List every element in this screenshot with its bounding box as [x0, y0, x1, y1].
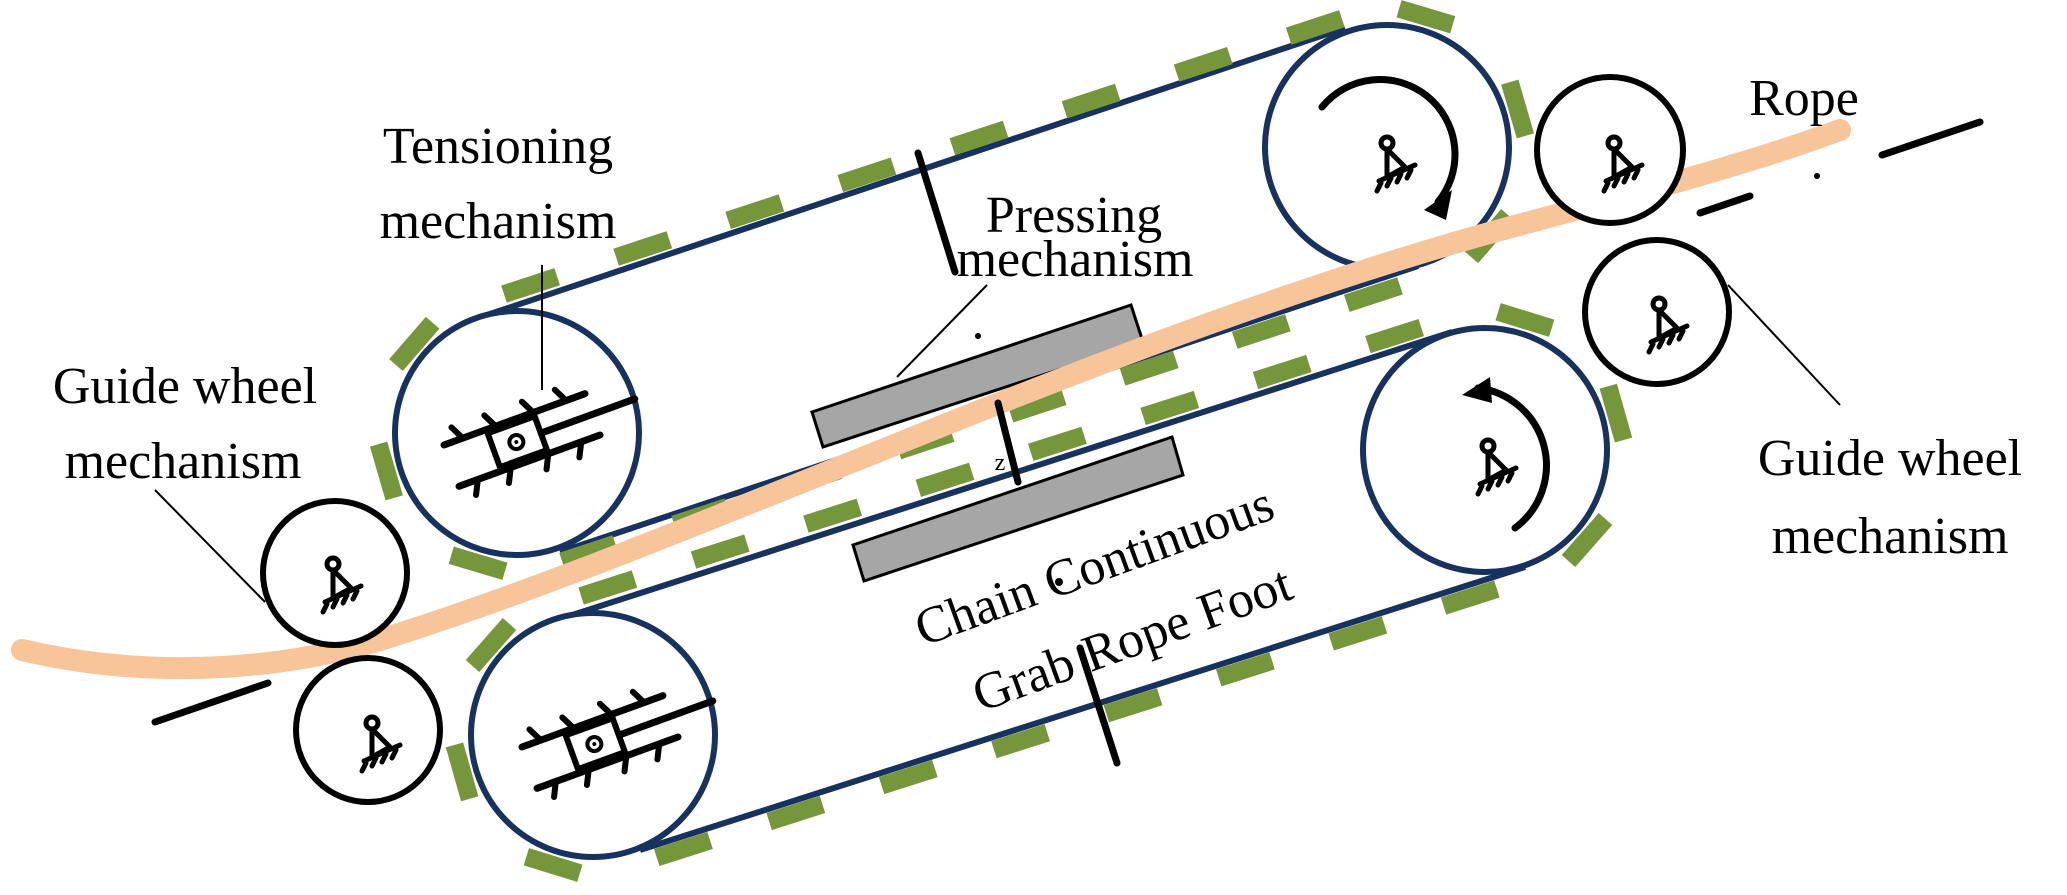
chain-pad — [448, 546, 508, 580]
chain-pad — [1027, 426, 1087, 461]
chain-pad — [613, 231, 673, 266]
guide-wheel-left-lower — [293, 655, 443, 805]
centerline-right — [1878, 118, 1984, 159]
chain-pad — [389, 316, 440, 371]
label-guide-right-line1: Guide wheel — [1758, 430, 2022, 487]
reference-dot — [1814, 173, 1820, 179]
label-rope: Rope — [1749, 70, 1859, 127]
label-pressing-line2: mechanism — [957, 231, 1194, 288]
chain-pad — [1215, 652, 1275, 687]
chain-pad — [1495, 303, 1555, 337]
pressing-plate-lower — [851, 435, 1185, 583]
chain-pad — [1252, 354, 1312, 390]
chain-pad — [1440, 580, 1500, 615]
chain-pad — [1061, 83, 1121, 119]
leader-guide-right — [1727, 284, 1841, 406]
centerline-right-inner — [1696, 192, 1754, 217]
section-line-upper — [914, 149, 959, 276]
chain-pad — [1365, 319, 1425, 354]
guide-wheel-left-upper — [260, 498, 410, 648]
chain-pad — [1173, 47, 1233, 82]
centerline-left — [151, 679, 272, 726]
label-guide-right-line2: mechanism — [1772, 508, 2009, 565]
chain-pad — [369, 441, 403, 501]
chain-pad — [1501, 79, 1535, 139]
chain-pad — [766, 795, 826, 831]
chain-pad — [1231, 314, 1291, 349]
leader-guide-left — [154, 489, 266, 603]
chain-pad — [1103, 688, 1163, 723]
leader-pressing — [896, 284, 988, 378]
chain-pad — [1396, 0, 1456, 34]
reference-dot — [1055, 578, 1063, 586]
label-guide-left-line1: Guide wheel — [53, 358, 317, 415]
chain-pad — [1119, 351, 1179, 386]
chain-pad — [803, 498, 863, 533]
chain-pad — [1007, 387, 1067, 423]
chain-pad — [578, 570, 638, 605]
label-tensioning-line1: Tensioning — [383, 118, 613, 175]
chain-pad — [1343, 277, 1403, 312]
chain-pad — [1285, 10, 1345, 45]
chain-pad — [465, 618, 517, 672]
chain-pad — [991, 724, 1051, 759]
chain-pad — [1599, 383, 1633, 443]
lower-chain-pads — [445, 303, 1633, 882]
chain-pad — [1140, 390, 1200, 425]
chain-pad — [878, 760, 938, 795]
reference-dot — [975, 333, 981, 339]
upper-chain-top-run — [489, 25, 1346, 317]
label-tensioning-line2: mechanism — [380, 193, 617, 250]
chain-pad — [1328, 616, 1388, 651]
chain-pad — [1561, 513, 1613, 567]
chain-pad — [949, 120, 1009, 156]
rotation-arrow-clockwise-icon — [1318, 76, 1459, 220]
label-pressing-line1: Pressing — [986, 187, 1162, 244]
chain-pad — [690, 534, 750, 569]
label-gap-z: z — [995, 450, 1006, 476]
chain-pad — [445, 742, 479, 802]
label-guide-left-line2: mechanism — [65, 433, 302, 490]
lower-chain-bottom-run — [639, 564, 1526, 853]
chain-pad — [915, 462, 975, 497]
chain-pad — [653, 831, 713, 866]
chain-pad — [725, 194, 785, 229]
chain-pad — [501, 268, 561, 303]
rotation-arrow-counterclockwise-icon — [1462, 377, 1550, 532]
lower-chain-top-run — [565, 329, 1453, 620]
chain-pad — [837, 157, 897, 193]
section-line-lower — [1076, 644, 1121, 767]
chain-pad — [523, 848, 583, 882]
guide-wheel-right-upper — [1534, 74, 1686, 226]
guide-wheel-right-lower — [1582, 237, 1732, 387]
gap-dimension-line — [994, 399, 1022, 486]
